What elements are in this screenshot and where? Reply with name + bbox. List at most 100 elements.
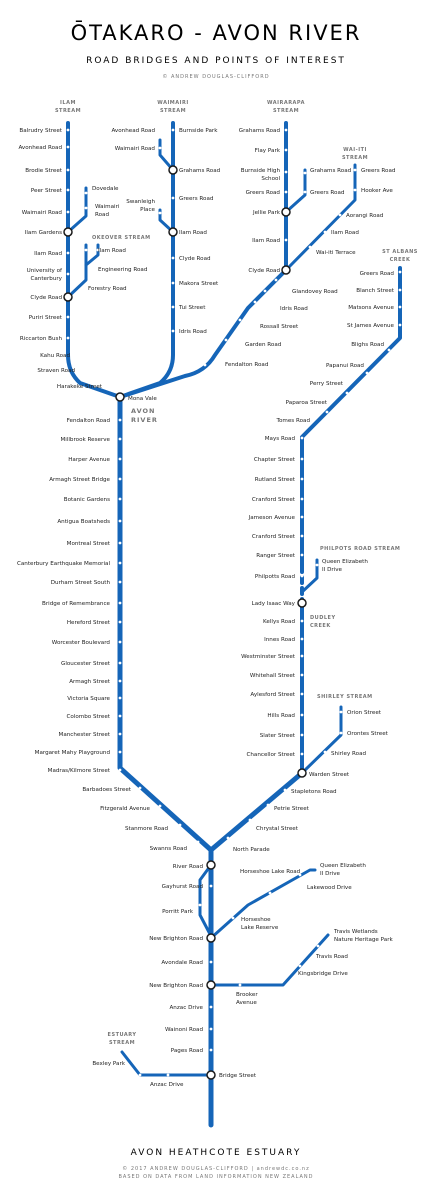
new-brighton-road-junction [206,933,216,943]
label-peer-street: Peer Street [31,188,63,194]
label-puriri-street: Puriri Street [29,315,63,321]
warden-street-junction [297,768,307,778]
ilam-gardens-junction [63,227,73,237]
label-flay-park: Flay Park [255,148,281,154]
footer-credit-1: © 2017 ANDREW DOUGLAS-CLIFFORD | andrewd… [122,1165,309,1172]
label-swanleigh-1: Swanleigh [126,199,155,205]
label-okeover-ilam-road: Ilam Road [98,248,126,254]
map-subtitle: ROAD BRIDGES AND POINTS OF INTEREST [86,56,346,66]
waimairi-stream-label-1: WAIMAIRI [157,100,188,106]
avon-river-main [117,394,214,1128]
label-ilam-road: Ilam Road [34,251,62,257]
label-makora-street: Makora Street [179,281,219,287]
label-w-waimairi-road: Waimairi Road [115,146,156,152]
label-bridge-street: Bridge Street [219,1073,257,1079]
label-innes-road: Innes Road [264,637,295,643]
wairarapa-stream-label-2: STREAM [273,108,299,114]
label-papanui-road: Papanui Road [326,363,364,369]
map-credit: © ANDREW DOUGLAS-CLIFFORD [162,73,269,80]
label-stanmore-road: Stanmore Road [125,826,168,832]
waimairi-labels: Avonhead Road Waimairi Road Swanleigh Pl… [111,128,220,335]
label-fitzgerald-avenue: Fitzgerald Avenue [100,806,150,812]
label-madras-kilmore-street: Madras/Kilmore Street [48,768,111,774]
label-rutland-street: Rutland Street [255,477,296,483]
river-network [66,121,402,1128]
label-w-idris-road: Idris Road [179,329,207,335]
label-orion-street: Orion Street [347,710,382,716]
label-new-brighton-road-2: New Brighton Road [149,983,203,989]
shirley-labels: Orion Street Orontes Street Shirley Road [331,710,389,757]
label-waimairi-1: Waimairi [95,204,120,210]
label-wainoni-road: Wainoni Road [165,1027,203,1033]
jellie-park-junction [281,207,291,217]
label-burnside-high-1: Burnside High [241,168,281,174]
label-victoria-square: Victoria Square [67,696,110,702]
label-a-fendalton-road: Fendalton Road [67,418,111,424]
label-r-idris-road: Idris Road [280,306,308,312]
horseshoe-lake-branch [209,868,317,940]
label-waiiti-terrace: Wai-iti Terrace [316,250,356,256]
label-chrystal-street: Chrystal Street [256,826,299,832]
label-swanns-road: Swanns Road [150,846,188,852]
label-r-clyde-road: Clyde Road [248,268,280,274]
label-w-grahams-road: Grahams Road [179,168,221,174]
label-cranford-street: Cranford Street [252,497,296,503]
label-dovedale: Dovedale [92,186,119,192]
label-engineering-road: Engineering Road [98,267,148,273]
ilam-road-junction [168,227,178,237]
okeover-lower-branch [66,243,88,299]
label-rossall-street: Rossall Street [260,324,299,330]
wairarapa-stream-label-1: WAIRARAPA [267,100,305,106]
label-barbadoes-street: Barbadoes Street [82,787,131,793]
label-clyde-road: Clyde Road [30,295,62,301]
label-brooker-2: Avenue [236,1000,257,1006]
label-chancellor-street: Chancellor Street [246,752,295,758]
label-gloucester-street: Gloucester Street [61,661,111,667]
label-avondale-road: Avondale Road [161,960,203,966]
river-road-junction [206,860,216,870]
label-balrudry-street: Balrudry Street [19,128,62,134]
label-university-1: University of [27,268,63,274]
shirley-stream-line [300,705,343,775]
dudley-labels: Kellys Road Innes Road Westminster Stree… [233,619,350,853]
label-travis-wetlands-1: Travis Wetlands [333,929,378,935]
label-antigua-boatsheds: Antigua Boatsheds [57,519,110,525]
label-travis-road: Travis Road [315,954,348,960]
label-harper-avenue: Harper Avenue [68,457,110,463]
waiiti-labels: Greers Road Hooker Ave Aorangi Road Ilam… [316,168,396,256]
label-hereford-street: Hereford Street [67,620,111,626]
clyde-road-junction [63,292,73,302]
stream-labels: ILAM STREAM WAIMAIRI STREAM WAIRARAPA ST… [55,100,417,1046]
label-whitehall-street: Whitehall Street [250,673,296,679]
label-queen-elizabeth-2: II Drive [322,567,343,573]
label-horseshoe-reserve-2: Lake Reserve [241,925,279,931]
bridge-markers [66,128,402,1077]
estuary-stream-label-2: STREAM [109,1040,135,1046]
mona-vale-junction [115,392,125,402]
label-glandovey-road: Glandovey Road [292,289,338,295]
label-swanleigh-2: Place [140,207,155,213]
wairarapa-east-branch [284,168,307,214]
label-slater-street: Slater Street [260,733,296,739]
label-margaret-mahy-playground: Margaret Mahy Playground [35,750,111,756]
label-millbrook-reserve: Millbrook Reserve [60,437,110,443]
label-tomes-road: Tomes Road [275,418,310,424]
philpotts-stream-line [300,558,319,594]
label-brodie-street: Brodie Street [25,168,63,174]
st-albans-labels: Greers Road Blanch Street Matsons Avenue… [248,271,395,607]
new-brighton-road-junction-2 [206,980,216,990]
label-blighs-road: Blighs Road [351,342,384,348]
travis-branch [209,933,330,987]
label-matsons-avenue: Matsons Avenue [348,305,394,311]
bridge-street-junction [206,1070,216,1080]
label-w-clyde-road: Clyde Road [179,256,211,262]
footer-title: AVON HEATHCOTE ESTUARY [131,1148,302,1158]
shirley-stream-label: SHIRLEY STREAM [317,694,373,700]
label-r-fendalton-road: Fendalton Road [225,362,269,368]
label-blanch-street: Blanch Street [356,288,395,294]
st-albans-label-2: CREEK [390,257,411,263]
label-waimairi-road: Waimairi Road [22,210,63,216]
okeover-labels: Dovedale Waimairi Road Ilam Road Enginee… [88,186,148,292]
label-lakewood-drive: Lakewood Drive [307,885,352,891]
